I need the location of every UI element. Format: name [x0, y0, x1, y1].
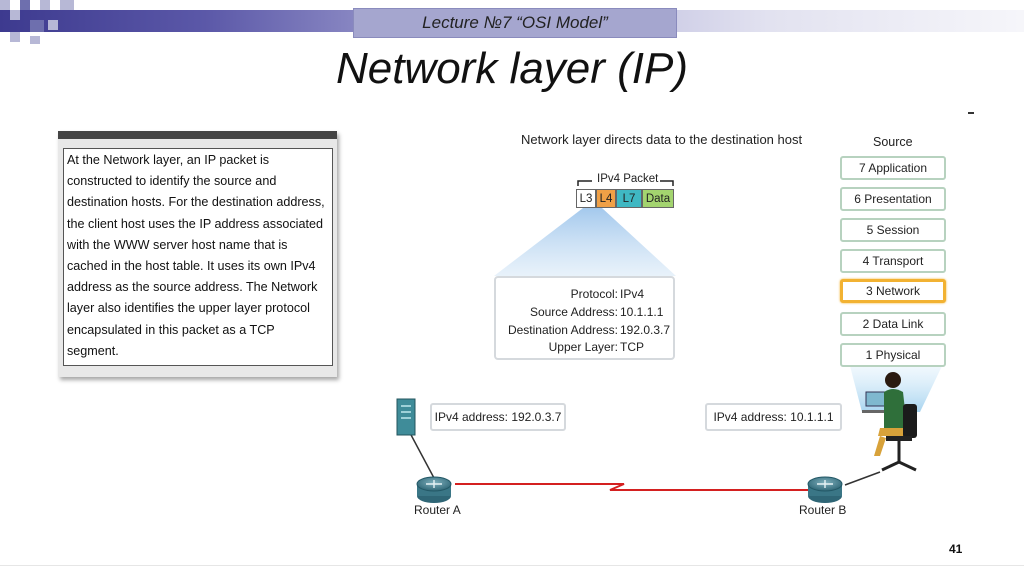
source-label: Source	[873, 135, 913, 149]
osi-layer-label: 7 Application	[858, 161, 928, 175]
decor-square	[0, 0, 10, 10]
client-address: IPv4 address: 10.1.1.1	[713, 410, 834, 424]
decor-dash	[968, 112, 974, 114]
router-a-label: Router A	[414, 503, 461, 517]
osi-layer-network: 3 Network	[840, 279, 946, 303]
description-text: At the Network layer, an IP packet is co…	[63, 148, 333, 366]
person-at-computer-icon	[862, 372, 917, 472]
osi-layer-transport: 4 Transport	[840, 249, 946, 273]
description-line: cached in the host table. It uses its ow…	[67, 259, 316, 274]
packet-segment-l4: L4	[596, 189, 616, 208]
packet-segment-label: L7	[622, 192, 636, 205]
description-line: address as the source address. The Netwo…	[67, 280, 318, 295]
decor-square	[10, 32, 20, 42]
field-value: TCP	[620, 340, 644, 354]
packet-segment-l7: L7	[616, 189, 642, 208]
description-line: segment.	[67, 343, 119, 358]
client-link	[844, 471, 881, 486]
client-address-box: IPv4 address: 10.1.1.1	[705, 403, 842, 431]
description-line: At the Network layer, an IP packet is	[67, 153, 270, 167]
ip-header-fields: Protocol: IPv4 Source Address: 10.1.1.1 …	[494, 276, 675, 360]
server-address-box: IPv4 address: 192.0.3.7	[430, 403, 566, 431]
packet-segment-data: Data	[642, 189, 674, 208]
router-b-label: Router B	[799, 503, 847, 517]
decor-square	[10, 10, 20, 20]
osi-layer-label: 5 Session	[866, 223, 920, 237]
packet-segment-label: Data	[645, 192, 671, 205]
field-key: Upper Layer:	[548, 340, 618, 354]
decor-square	[40, 0, 50, 10]
server-link	[409, 432, 435, 479]
packet-spotlight	[494, 208, 676, 276]
description-panel: At the Network layer, an IP packet is co…	[58, 131, 337, 377]
decor-square	[20, 0, 30, 10]
page-number: 41	[949, 542, 963, 556]
packet-bracket-right	[660, 180, 674, 186]
osi-layer-data-link: 2 Data Link	[840, 312, 946, 336]
description-line: layer also identifies the upper layer pr…	[67, 301, 310, 316]
description-line: encapsulated in this packet as a TCP	[67, 322, 275, 337]
slide-title: Network layer (IP)	[335, 44, 689, 93]
osi-layer-presentation: 6 Presentation	[840, 187, 946, 211]
footer-divider	[0, 565, 1024, 566]
osi-layer-label: 1 Physical	[865, 348, 921, 362]
osi-layer-label: 3 Network	[865, 284, 921, 298]
description-line: the client host uses the IP address asso…	[67, 216, 323, 231]
lecture-text: Lecture №7 “OSI Model”	[422, 13, 608, 32]
osi-layer-physical: 1 Physical	[840, 343, 946, 367]
description-line: with the WWW server host name that is	[67, 237, 288, 252]
packet-segment-l3: L3	[576, 189, 596, 208]
packet-title: IPv4 Packet	[597, 173, 659, 185]
description-line: destination hosts. For the destination a…	[67, 195, 325, 210]
osi-layer-session: 5 Session	[840, 218, 946, 242]
field-value: 192.0.3.7	[620, 323, 671, 337]
lecture-label: Lecture №7 “OSI Model”	[353, 8, 677, 38]
server-icon	[396, 398, 416, 436]
description-line: constructed to identify the source and	[67, 174, 277, 189]
osi-layer-label: 2 Data Link	[862, 317, 924, 331]
decor-square	[30, 20, 44, 32]
packet-segment-label: L4	[599, 192, 613, 205]
field-key: Protocol:	[570, 287, 618, 301]
field-key: Destination Address:	[507, 323, 618, 337]
decor-square	[60, 0, 74, 10]
router-b-icon	[807, 476, 843, 503]
osi-layer-label: 6 Presentation	[854, 192, 932, 206]
wan-serial-link	[455, 483, 812, 491]
field-value: IPv4	[620, 287, 645, 301]
diagram-caption: Network layer directs data to the destin…	[521, 132, 803, 147]
packet-bracket-left	[577, 180, 592, 186]
field-key: Source Address:	[529, 305, 618, 319]
decor-square	[30, 36, 40, 44]
router-a-icon	[416, 476, 452, 503]
field-value: 10.1.1.1	[620, 305, 664, 319]
osi-layer-label: 4 Transport	[862, 254, 924, 268]
packet-segment-label: L3	[579, 192, 593, 205]
osi-layer-application: 7 Application	[840, 156, 946, 180]
decor-square	[48, 20, 58, 30]
server-address: IPv4 address: 192.0.3.7	[434, 410, 562, 424]
